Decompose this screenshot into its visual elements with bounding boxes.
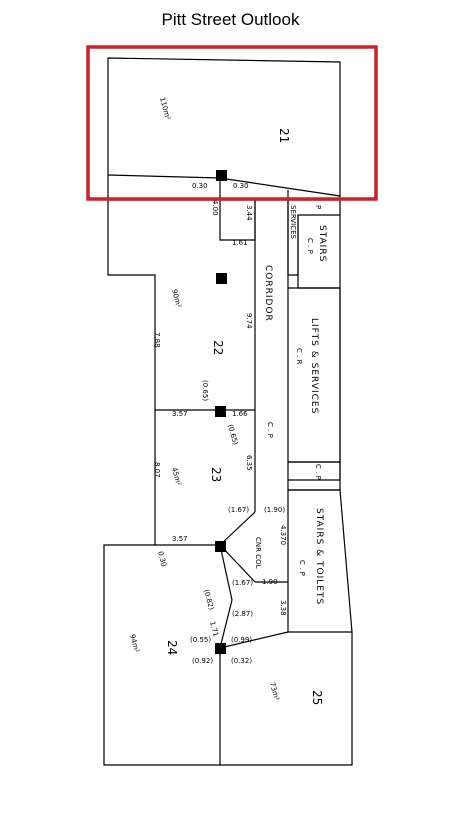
- unit-21-number: 21: [277, 128, 291, 143]
- dim-label: 9.74: [245, 313, 253, 329]
- dim-label: 1.71: [208, 620, 220, 637]
- dim-label: 3.38: [279, 600, 287, 616]
- dim-label: 1.90: [262, 578, 278, 586]
- dim-label: 1.61: [232, 239, 248, 247]
- cnr-col-label: CNR COL: [254, 537, 262, 569]
- column-marker: [215, 406, 226, 417]
- dim-label: (0.65): [201, 380, 209, 401]
- stairs-toilets-label: STAIRS & TOILETS: [314, 508, 324, 605]
- dim-label: 7.88: [153, 332, 161, 348]
- column-marker: [216, 273, 227, 284]
- unit-25-area: 73m²: [268, 681, 281, 701]
- lifts-sub-label: C . R: [295, 348, 303, 365]
- dim-label: 4.00: [211, 200, 219, 216]
- dim-label: 3.44: [245, 205, 253, 221]
- unit-21-area: 110m²: [158, 96, 172, 120]
- dim-label: (1.67): [232, 579, 253, 587]
- column-marker: [215, 541, 226, 552]
- unit-25-number: 25: [310, 690, 324, 705]
- dim-label: (1.90): [264, 506, 285, 514]
- dim-label: (0.82): [202, 588, 215, 611]
- dim-label: (0.99): [231, 636, 252, 644]
- column-marker: [216, 170, 227, 181]
- page-title: Pitt Street Outlook: [161, 10, 300, 29]
- columns: [215, 170, 227, 654]
- column-marker: [215, 643, 226, 654]
- cp-small-label: C . P: [314, 464, 322, 480]
- dim-label: (0.92): [192, 657, 213, 665]
- dim-label: 3.57: [172, 535, 188, 543]
- unit-22-area: 90m²: [170, 288, 183, 308]
- unit-23-number: 23: [209, 467, 223, 482]
- dim-label: (0.32): [231, 657, 252, 665]
- highlight-box: [86, 45, 378, 201]
- dim-label: (0.65): [226, 423, 239, 446]
- dim-label: (1.67): [228, 506, 249, 514]
- stairs-toilets-sub-label: C . P: [298, 560, 306, 576]
- plan-walls: [103, 57, 353, 766]
- dim-label: 3.57: [172, 410, 188, 418]
- dim-label: (0.55): [190, 636, 211, 644]
- p-label: P: [314, 205, 322, 209]
- dim-label: 0.30: [156, 550, 168, 567]
- dim-label: 0.30: [192, 182, 208, 190]
- stairs-sub-label: C . P: [306, 238, 314, 254]
- corridor-cp-label: C . P: [266, 422, 274, 438]
- corridor-label: CORRIDOR: [263, 265, 273, 322]
- lifts-label: LIFTS & SERVICES: [309, 318, 319, 414]
- unit-22-number: 22: [211, 340, 225, 355]
- unit-23-area: 45m²: [170, 466, 183, 486]
- services-label: SERVICES: [289, 205, 297, 240]
- dim-label: 0.30: [233, 182, 249, 190]
- unit-24-number: 24: [165, 640, 179, 655]
- dim-label: 8.07: [153, 462, 161, 478]
- stairs-label: STAIRS: [317, 225, 327, 262]
- dim-label: 4.370: [279, 525, 287, 545]
- dim-label: (2.87): [232, 610, 253, 618]
- dim-label: 6.35: [245, 455, 253, 471]
- unit-24-area: 94m²: [128, 633, 141, 653]
- dim-label: 1.66: [232, 410, 248, 418]
